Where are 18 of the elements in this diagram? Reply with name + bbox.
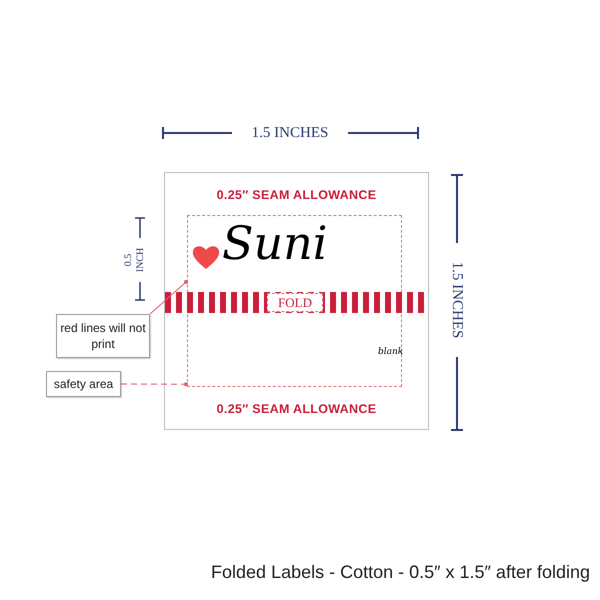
callout-text: red lines will not print [60, 320, 146, 352]
dimension-label: 0.5 INCH [123, 246, 147, 274]
label-card [164, 172, 429, 430]
caption: Folded Labels - Cotton - 0.5″ x 1.5″ after folding [211, 561, 590, 584]
seam-allowance-text: 0.25″ SEAM ALLOWANCE [216, 401, 378, 418]
dimension-label: 1.5 INCHES [448, 260, 466, 340]
leader-line [150, 280, 188, 314]
callout-text: safety area [54, 376, 114, 392]
name-script-text: Suni [222, 220, 328, 266]
blank-script-text: blank [378, 346, 404, 359]
callout-box [56, 314, 150, 358]
fold-box [267, 293, 323, 312]
dimension-label: 1.5 INCHES [250, 124, 330, 142]
leader-line [120, 382, 188, 386]
fold-text: FOLD [278, 296, 312, 309]
seam-allowance-text: 0.25″ SEAM ALLOWANCE [216, 187, 378, 204]
fold-stripe-band [165, 292, 426, 313]
callout-box [46, 371, 121, 397]
